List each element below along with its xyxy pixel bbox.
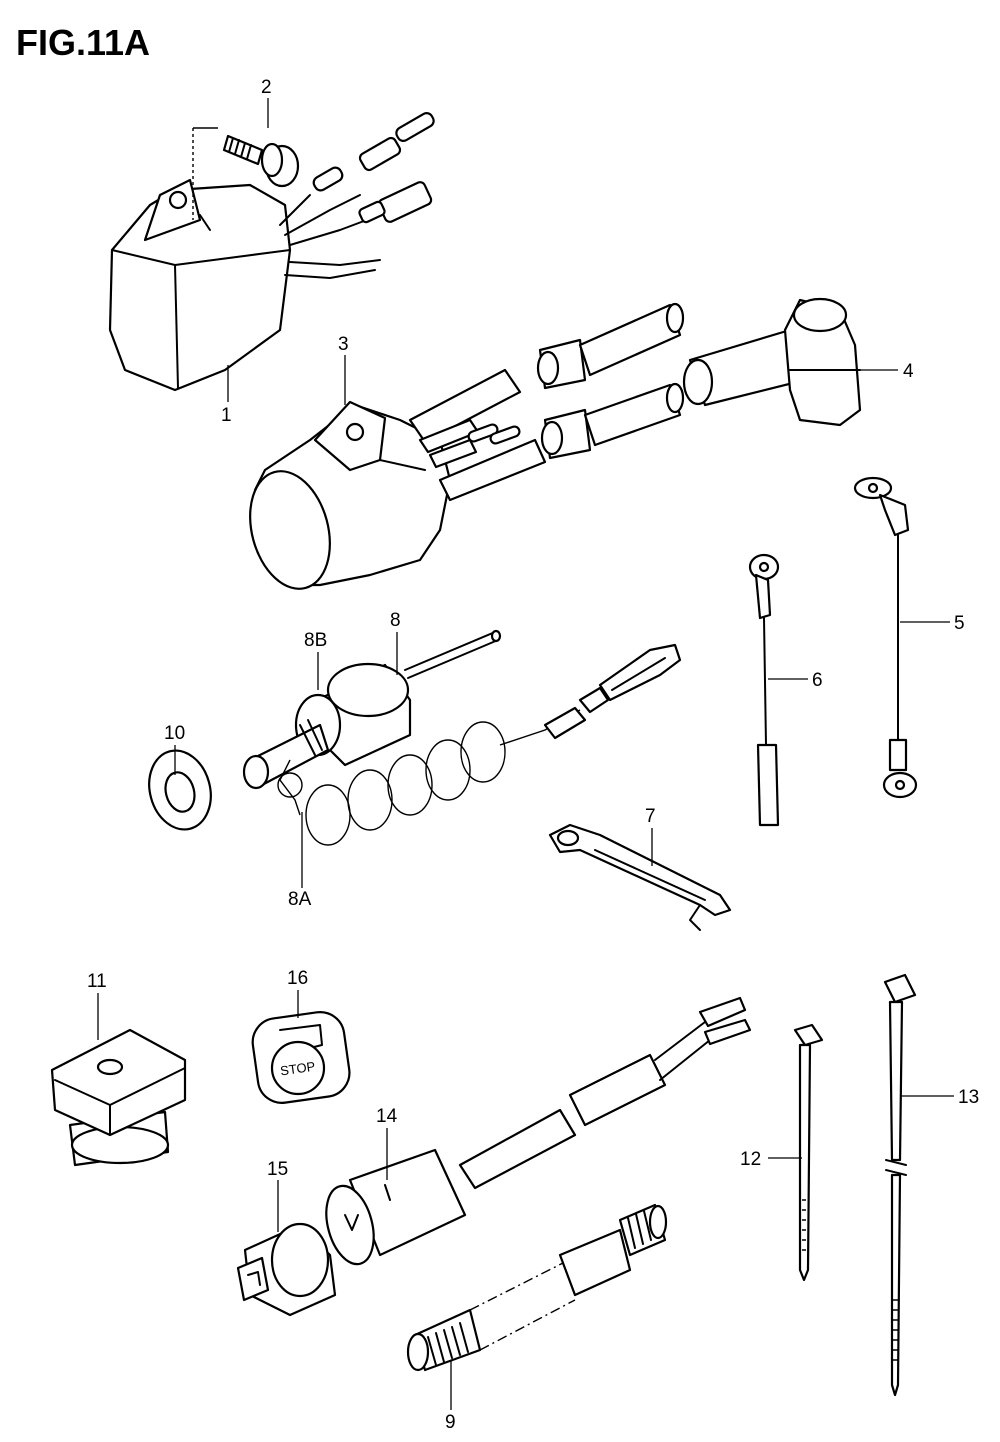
- label-part-6: 6: [812, 670, 823, 691]
- lead-wire-long-part: [853, 476, 918, 799]
- label-part-4: 4: [903, 361, 914, 382]
- label-part-14: 14: [376, 1106, 398, 1127]
- stud-part: [406, 1203, 668, 1372]
- lead-wire-short-part: [748, 553, 780, 827]
- connector-cap-part: [236, 1222, 337, 1317]
- connector-harness-part: [325, 996, 752, 1266]
- figure-title: FIG.11A: [16, 22, 151, 63]
- label-part-1: 1: [221, 405, 232, 426]
- part-labels: 1 2 3 4 5 6 7 8 8A 8B 9 10 11 12 13 14 1…: [87, 77, 979, 1433]
- label-part-12: 12: [740, 1149, 761, 1170]
- label-part-15: 15: [267, 1159, 288, 1180]
- label-part-7: 7: [645, 806, 656, 827]
- label-part-3: 3: [338, 334, 349, 355]
- ignition-coil-part: [249, 302, 685, 590]
- label-part-16: 16: [287, 968, 308, 989]
- label-part-10: 10: [164, 723, 185, 744]
- stop-plate-part: STOP: [251, 1011, 351, 1104]
- bolt-part: [222, 134, 300, 188]
- label-part-11: 11: [87, 971, 107, 992]
- stop-plate-text: STOP: [279, 1059, 316, 1079]
- label-part-8a: 8A: [288, 889, 312, 910]
- stop-switch-part: [242, 629, 682, 846]
- washer-part: [148, 749, 212, 831]
- grommet-part: [50, 1028, 187, 1167]
- label-part-9: 9: [445, 1412, 456, 1433]
- cable-tie-long-part: [883, 973, 917, 1397]
- label-part-13: 13: [958, 1087, 979, 1108]
- clamp-part: [548, 823, 732, 931]
- label-part-5: 5: [954, 613, 965, 634]
- label-part-8b: 8B: [304, 630, 327, 651]
- cable-tie-small-part: [793, 1023, 824, 1282]
- label-part-2: 2: [261, 77, 272, 98]
- label-part-8: 8: [390, 610, 401, 631]
- plug-cap-part: [682, 297, 862, 427]
- cdi-unit-part: [108, 112, 435, 392]
- leader-lines: [97, 98, 954, 1410]
